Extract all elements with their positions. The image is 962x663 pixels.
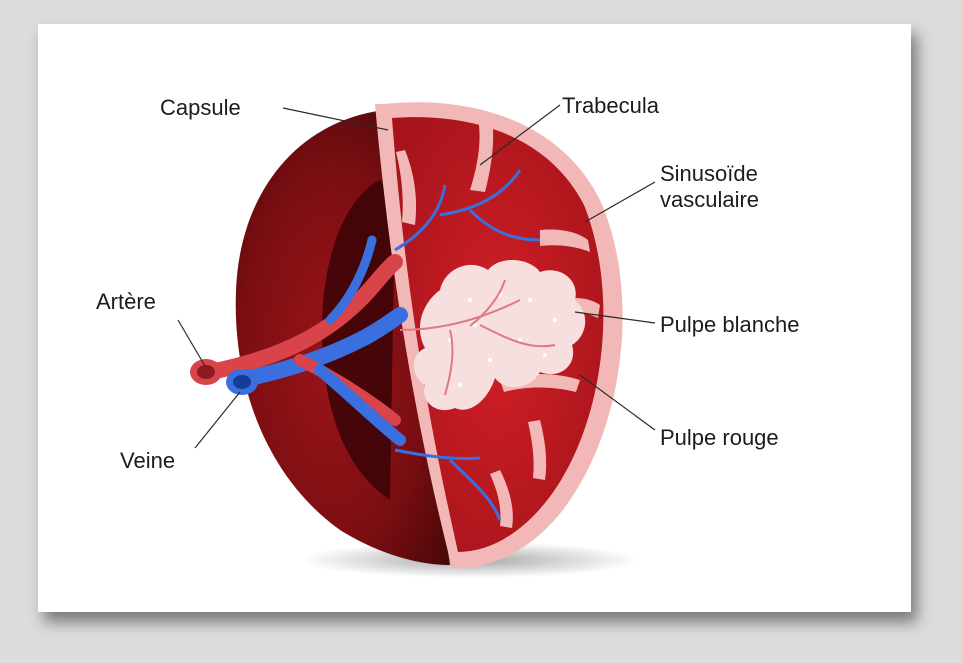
label-red-pulp: Pulpe rouge xyxy=(660,425,779,450)
label-artere: Artère xyxy=(96,289,156,314)
label-white-pulp: Pulpe blanche xyxy=(660,312,799,337)
label-sinusoid-line1: Sinusoïde xyxy=(660,161,758,186)
label-sinusoid-line2: vasculaire xyxy=(660,187,759,212)
vein-cross-section xyxy=(226,369,258,395)
label-capsule: Capsule xyxy=(160,95,241,120)
label-veine: Veine xyxy=(120,448,175,473)
label-trabecula: Trabecula xyxy=(562,93,660,118)
artery-cross-section xyxy=(190,359,222,385)
